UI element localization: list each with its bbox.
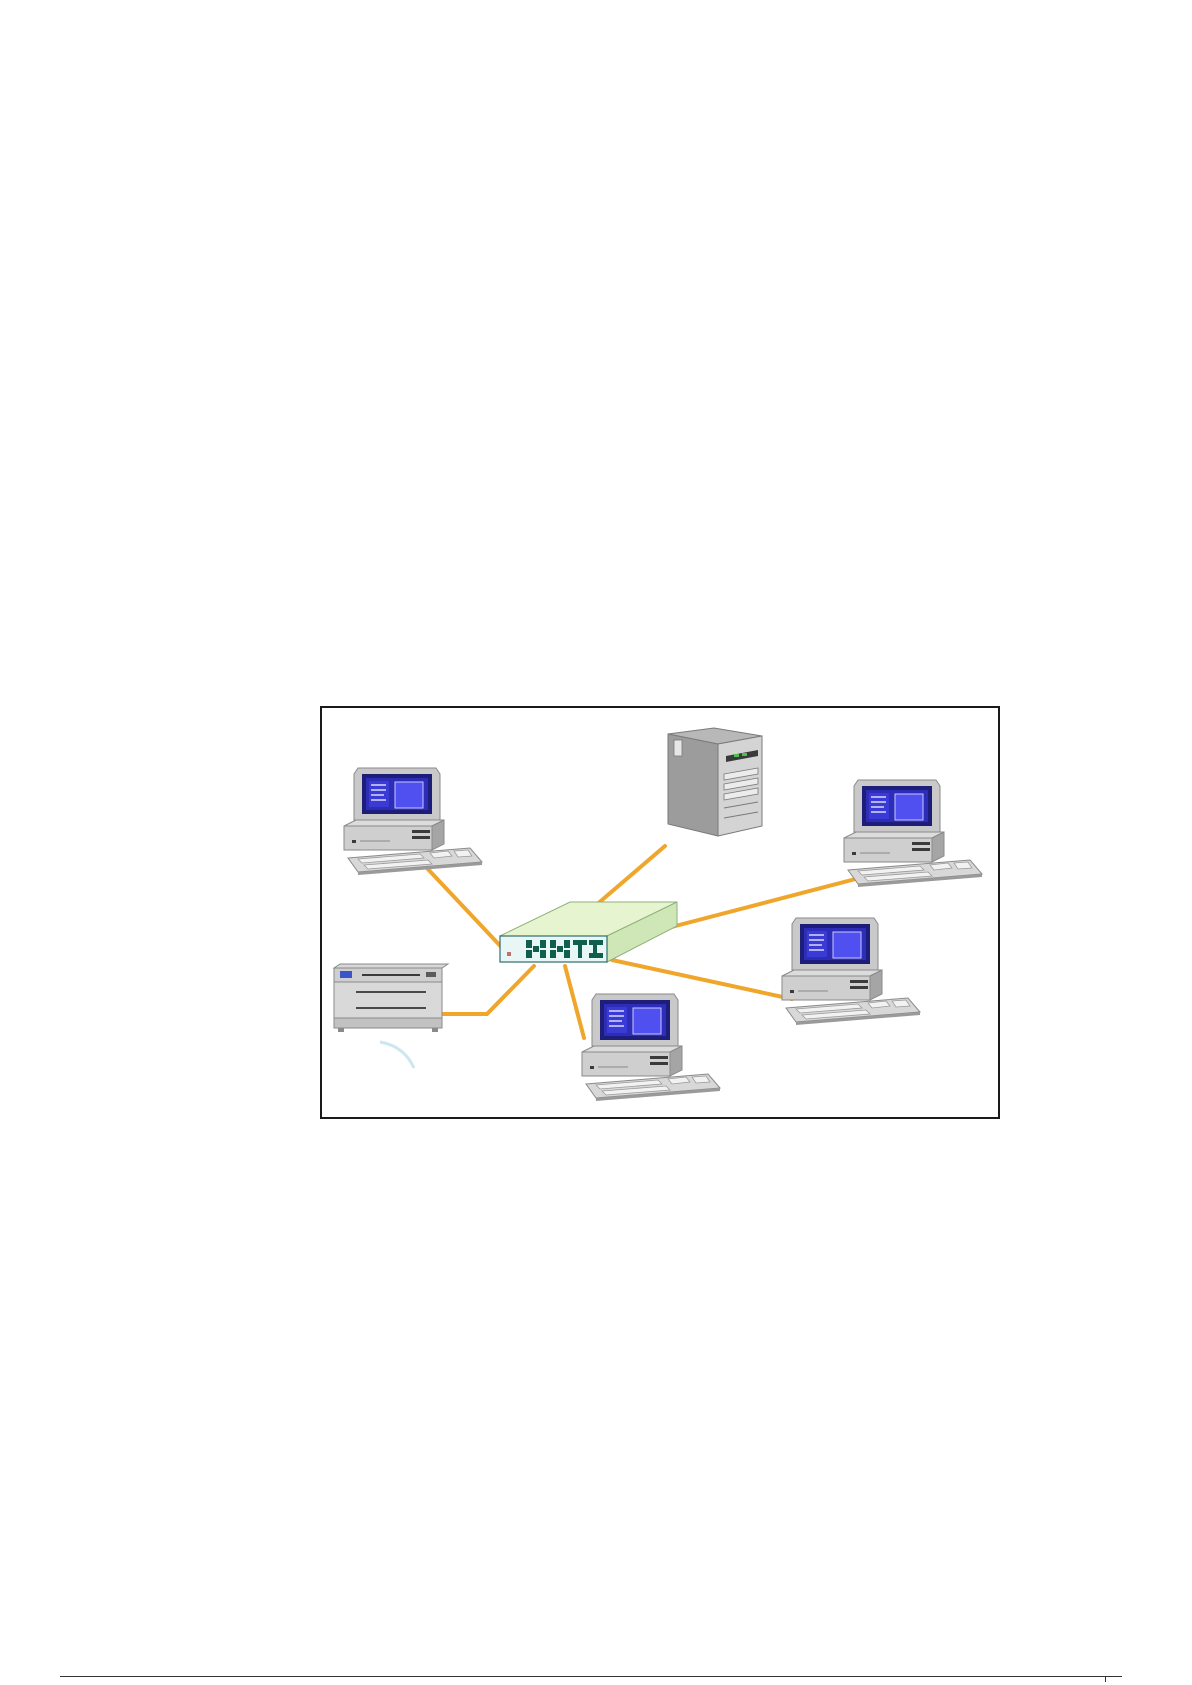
tower-server-icon [668, 728, 762, 836]
printer-icon [334, 964, 448, 1068]
workstation-top-right-desktop-computer-icon [844, 780, 982, 887]
workstation-top-left-desktop-computer-icon [344, 768, 482, 875]
cable-to-workstation-bottom [565, 966, 584, 1038]
footer-rule [60, 1676, 1122, 1677]
network-diagram [320, 706, 1000, 1119]
cable-to-workstation-right [612, 960, 792, 999]
workstation-bottom-desktop-computer-icon [582, 994, 720, 1101]
network-switch-icon [500, 902, 677, 962]
network-diagram-canvas [322, 708, 998, 1117]
workstation-right-desktop-computer-icon [782, 918, 920, 1025]
cable-to-workstation-top-left [425, 866, 507, 953]
cable-to-printer [434, 966, 534, 1014]
footer-corner-mark [1105, 1676, 1106, 1682]
